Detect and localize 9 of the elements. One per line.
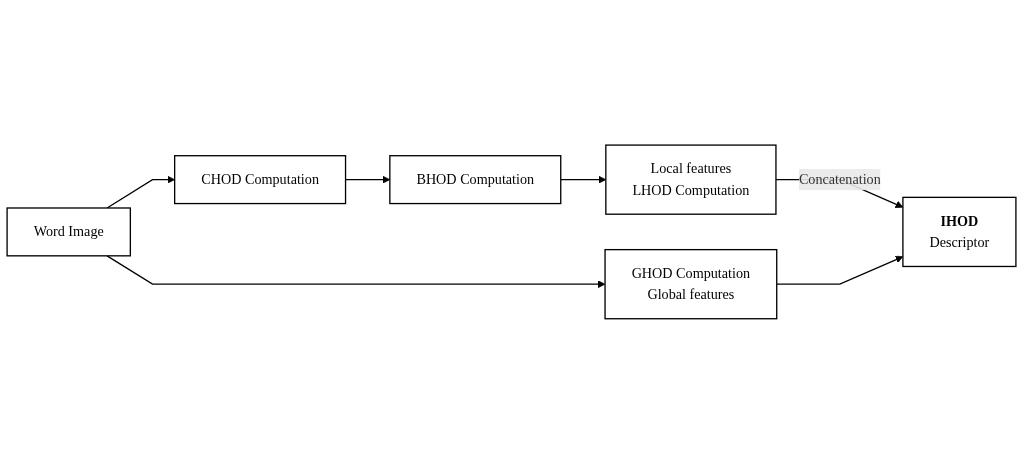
node-box: Word Image: [6, 206, 131, 257]
node-box: Local features LHOD Computation: [605, 144, 777, 215]
node-box: IHOD Descriptor: [902, 196, 1017, 267]
node-box: CHOD Computation: [174, 154, 347, 204]
node-box: GHOD Computation Global features: [604, 248, 778, 319]
edge-label: Concatenation: [798, 171, 881, 187]
node-box: BHOD Computation: [389, 154, 562, 204]
arrow: [106, 254, 606, 288]
arrow: [106, 175, 175, 209]
